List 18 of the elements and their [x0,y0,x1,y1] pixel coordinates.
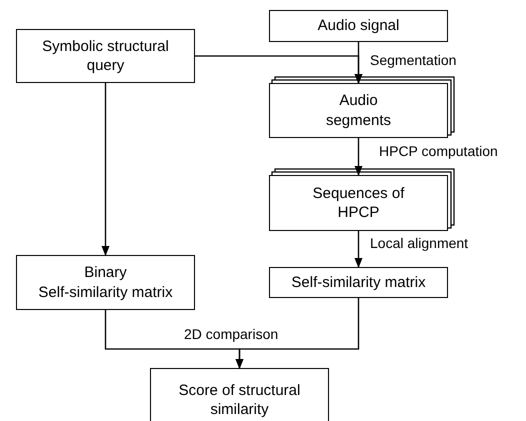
process-box: Self-similarity matrix [269,267,448,298]
edge-label: Local alignment [369,235,470,251]
box-text: Binary [84,263,127,282]
process-box: Symbolic structural query [16,29,195,83]
process-box [16,255,195,310]
edge-label: Segmentation [369,52,458,68]
process-box: Audio signal [269,10,448,42]
process-box: Sequences of HPCP [269,175,448,231]
arrow [354,231,362,268]
edge-label: HPCP computation [378,143,499,159]
arrow [102,83,110,256]
edge-label: 2D comparison [183,326,280,342]
arrow [236,298,360,369]
arrow [354,138,362,176]
arrow [195,55,362,84]
box-text: Self-similarity matrix [38,282,173,302]
process-box: Audio segments [269,83,448,138]
process-box: Score of structural similarity [150,368,329,421]
